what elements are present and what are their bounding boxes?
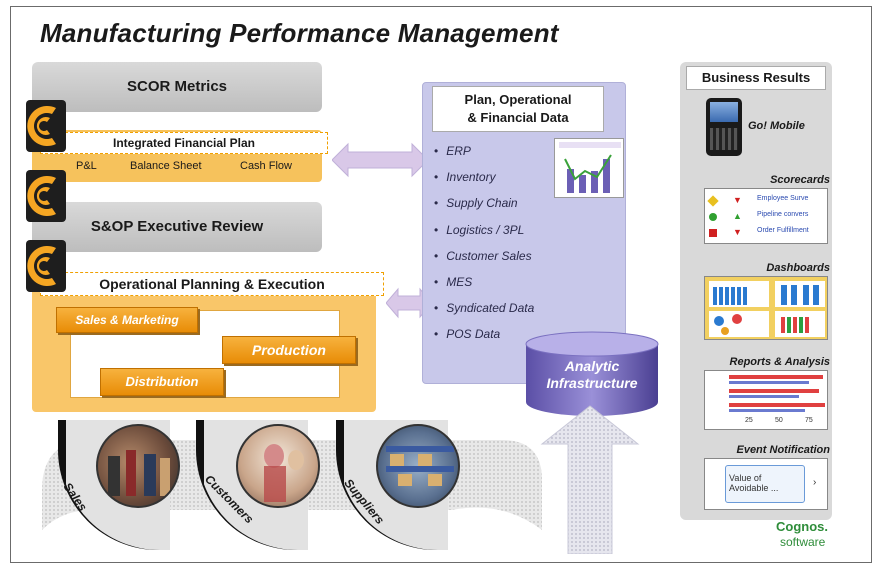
list-item: Inventory — [434, 170, 534, 196]
c-logo-icon — [26, 170, 66, 222]
event-text-line2: Avoidable ... — [729, 483, 779, 493]
scorecards-label: Scorecards — [770, 174, 830, 186]
event-text: Value of Avoidable ... — [729, 473, 778, 493]
event-notification-label: Event Notification — [736, 444, 830, 456]
scorecards-thumbnail: ▼ ▲ ▼ Employee Surve Pipeline convers Or… — [704, 188, 828, 244]
suppliers-photo — [376, 424, 460, 508]
dashboards-thumbnail — [704, 276, 828, 340]
scorecard-row: Pipeline convers — [757, 211, 809, 218]
list-item: Logistics / 3PL — [434, 223, 534, 249]
scor-metrics-band: SCOR Metrics — [32, 62, 322, 112]
sales-photo — [96, 424, 180, 508]
sop-executive-review-band: S&OP Executive Review — [32, 202, 322, 252]
report-axis-tick: 50 — [775, 417, 783, 424]
balance-sheet-label: Balance Sheet — [130, 160, 202, 172]
data-panel-title-line1: Plan, Operational — [464, 92, 572, 107]
cash-flow-label: Cash Flow — [240, 160, 292, 172]
mini-bar-chart-icon — [554, 138, 624, 198]
operational-planning-title: Operational Planning & Execution — [40, 272, 384, 296]
distribution-tag: Distribution — [100, 368, 224, 396]
list-item: Customer Sales — [434, 249, 534, 275]
list-item: Syndicated Data — [434, 301, 534, 327]
cylinder-label: Analytic Infrastructure — [528, 358, 656, 392]
mobile-phone-icon — [706, 98, 742, 156]
data-panel-title: Plan, Operational & Financial Data — [432, 86, 604, 132]
event-text-line1: Value of — [729, 473, 762, 483]
list-item: MES — [434, 275, 534, 301]
cognos-software-text: software — [780, 535, 826, 549]
up-arrow-icon — [540, 405, 640, 554]
event-notification-thumbnail: Value of Avoidable ... › — [704, 458, 828, 510]
list-item: ERP — [434, 144, 534, 170]
customers-photo — [236, 424, 320, 508]
data-sources-list: ERP Inventory Supply Chain Logistics / 3… — [434, 144, 534, 354]
list-item: POS Data — [434, 327, 534, 353]
reports-thumbnail: 25 50 75 — [704, 370, 828, 430]
scorecard-row: Order Fulfillment — [757, 227, 809, 234]
scorecard-row: Employee Surve — [757, 195, 809, 202]
business-results-title: Business Results — [686, 66, 826, 90]
cognos-logo-text: Cognos. — [776, 519, 828, 534]
analytic-infrastructure-cylinder — [525, 331, 659, 416]
go-mobile-label: Go! Mobile — [748, 120, 805, 132]
production-tag: Production — [222, 336, 356, 364]
data-panel-title-line2: & Financial Data — [467, 110, 569, 125]
dashboards-label: Dashboards — [766, 262, 830, 274]
double-arrow-icon — [386, 287, 432, 319]
list-item: Supply Chain — [434, 196, 534, 222]
pnl-label: P&L — [76, 160, 97, 172]
page-title: Manufacturing Performance Management — [40, 18, 559, 48]
c-logo-icon — [26, 240, 66, 292]
reports-analysis-label: Reports & Analysis — [729, 356, 830, 368]
sales-marketing-tag: Sales & Marketing — [56, 307, 198, 333]
report-axis-tick: 25 — [745, 417, 753, 424]
chevron-right-icon: › — [813, 477, 817, 488]
double-arrow-icon — [332, 142, 428, 178]
report-axis-tick: 75 — [805, 417, 813, 424]
cylinder-label-line1: Analytic — [564, 358, 620, 374]
cylinder-label-line2: Infrastructure — [546, 375, 638, 391]
c-logo-icon — [26, 100, 66, 152]
integrated-financial-plan-title: Integrated Financial Plan — [40, 132, 328, 154]
